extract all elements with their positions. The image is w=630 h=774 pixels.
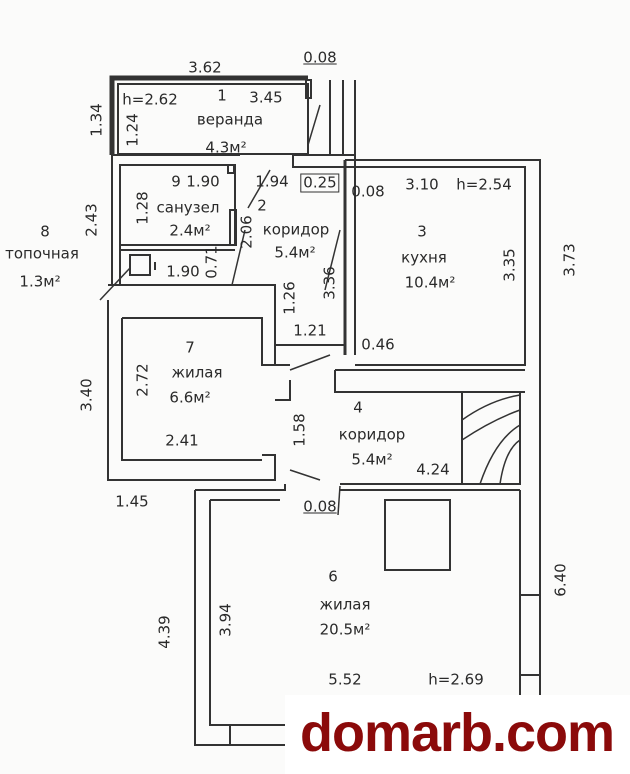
ceiling-height: h=2.54 xyxy=(456,175,512,194)
dimension: 2.72 xyxy=(133,363,152,397)
room-name: кухня xyxy=(401,248,447,267)
outer-wall xyxy=(111,155,121,285)
room-number: 6 xyxy=(328,567,338,586)
dimension: 3.73 xyxy=(560,243,579,277)
wall xyxy=(195,484,286,501)
dimension: 1.24 xyxy=(123,113,142,147)
room-number: 7 xyxy=(185,338,195,357)
room-area: 4.3м² xyxy=(205,138,247,157)
dimension: 0.08 xyxy=(351,182,385,201)
dimension: 2.43 xyxy=(82,203,101,237)
wall xyxy=(340,483,520,491)
wall xyxy=(122,317,275,366)
dimension: 3.40 xyxy=(77,378,96,412)
dimension: 1.21 xyxy=(293,321,327,340)
wall xyxy=(275,380,291,401)
veranda-wall xyxy=(109,75,308,155)
dimension: 4.39 xyxy=(155,615,174,649)
dimension: 1.26 xyxy=(280,281,299,315)
dimension: 2.06 xyxy=(237,215,256,249)
ceiling-height: h=2.69 xyxy=(428,670,484,689)
room-area: 10.4м² xyxy=(404,273,456,292)
wall xyxy=(334,370,525,393)
room-area: 5.4м² xyxy=(274,243,316,262)
outer-wall xyxy=(519,380,541,720)
dimension: 1.45 xyxy=(115,492,149,511)
dimension: 1.90 xyxy=(166,262,200,281)
door-swing xyxy=(307,104,321,146)
watermark-logo: domarb.com xyxy=(299,703,615,763)
leader-line xyxy=(324,229,341,291)
dimension: 1.28 xyxy=(133,191,152,225)
room-name: топочная xyxy=(5,244,79,263)
window xyxy=(519,594,541,676)
room-name: жилая xyxy=(319,595,371,614)
room-name: веранда xyxy=(196,110,264,129)
kitchen-outer-wall xyxy=(345,159,541,380)
room-number: 4 xyxy=(353,398,363,417)
dimension: 2.41 xyxy=(165,431,199,450)
dimension: 6.40 xyxy=(551,563,570,597)
leader-line xyxy=(337,485,341,516)
stair-steps xyxy=(461,394,521,485)
kitchen-inner-wall xyxy=(355,166,526,366)
room-area: 20.5м² xyxy=(319,620,371,639)
ceiling-height: h=2.62 xyxy=(122,90,178,109)
room-number: 8 xyxy=(40,222,50,241)
dimension: 0.46 xyxy=(361,335,395,354)
dimension: 0.08 xyxy=(303,497,337,516)
dimension: 0.25 xyxy=(300,173,340,193)
room-number: 2 xyxy=(257,196,267,215)
furniture xyxy=(384,499,451,571)
boiler-icon xyxy=(129,254,151,276)
leader-line xyxy=(247,169,271,209)
wall xyxy=(108,284,290,366)
dimension: 3.36 xyxy=(320,266,339,300)
dimension: 1.90 xyxy=(186,172,220,191)
door-swing xyxy=(289,469,321,481)
wall-stub xyxy=(227,164,235,174)
room-number: 1 xyxy=(217,86,227,105)
veranda-post xyxy=(305,79,312,99)
bathroom-walls xyxy=(119,164,236,246)
dimension: 1.34 xyxy=(87,103,106,137)
door-swing xyxy=(289,354,331,371)
room-name: коридор xyxy=(262,220,330,239)
room-area: 1.3м² xyxy=(19,272,61,291)
wall-stub xyxy=(229,209,237,246)
dimension: 0.71 xyxy=(202,245,221,279)
leader-line xyxy=(231,229,246,286)
dimension: 3.62 xyxy=(188,58,222,77)
room6-inner-wall xyxy=(209,500,285,726)
dimension: 1.58 xyxy=(290,413,309,447)
room-number: 3 xyxy=(417,222,427,241)
dimension: 0.08 xyxy=(303,48,337,67)
dimension: 1.94 xyxy=(255,172,289,191)
room-number: 9 xyxy=(171,172,181,191)
room-area: 2.4м² xyxy=(169,221,211,240)
dimension: 3.45 xyxy=(249,88,283,107)
staircase xyxy=(461,391,521,485)
room-name: жилая xyxy=(171,363,223,382)
room-name: санузел xyxy=(156,198,220,217)
room7-outer-wall xyxy=(107,300,276,481)
dimension: 3.94 xyxy=(216,603,235,637)
dimension: 3.10 xyxy=(405,175,439,194)
watermark-background xyxy=(285,695,630,774)
dimension: 4.24 xyxy=(416,460,450,479)
room-area: 6.6м² xyxy=(169,388,211,407)
dimension: 5.52 xyxy=(328,670,362,689)
room7-inner-wall xyxy=(121,318,262,461)
room6-outer-wall xyxy=(194,490,285,746)
dimension: 3.35 xyxy=(500,248,519,282)
room-name: коридор xyxy=(338,425,406,444)
room-area: 5.4м² xyxy=(351,450,393,469)
